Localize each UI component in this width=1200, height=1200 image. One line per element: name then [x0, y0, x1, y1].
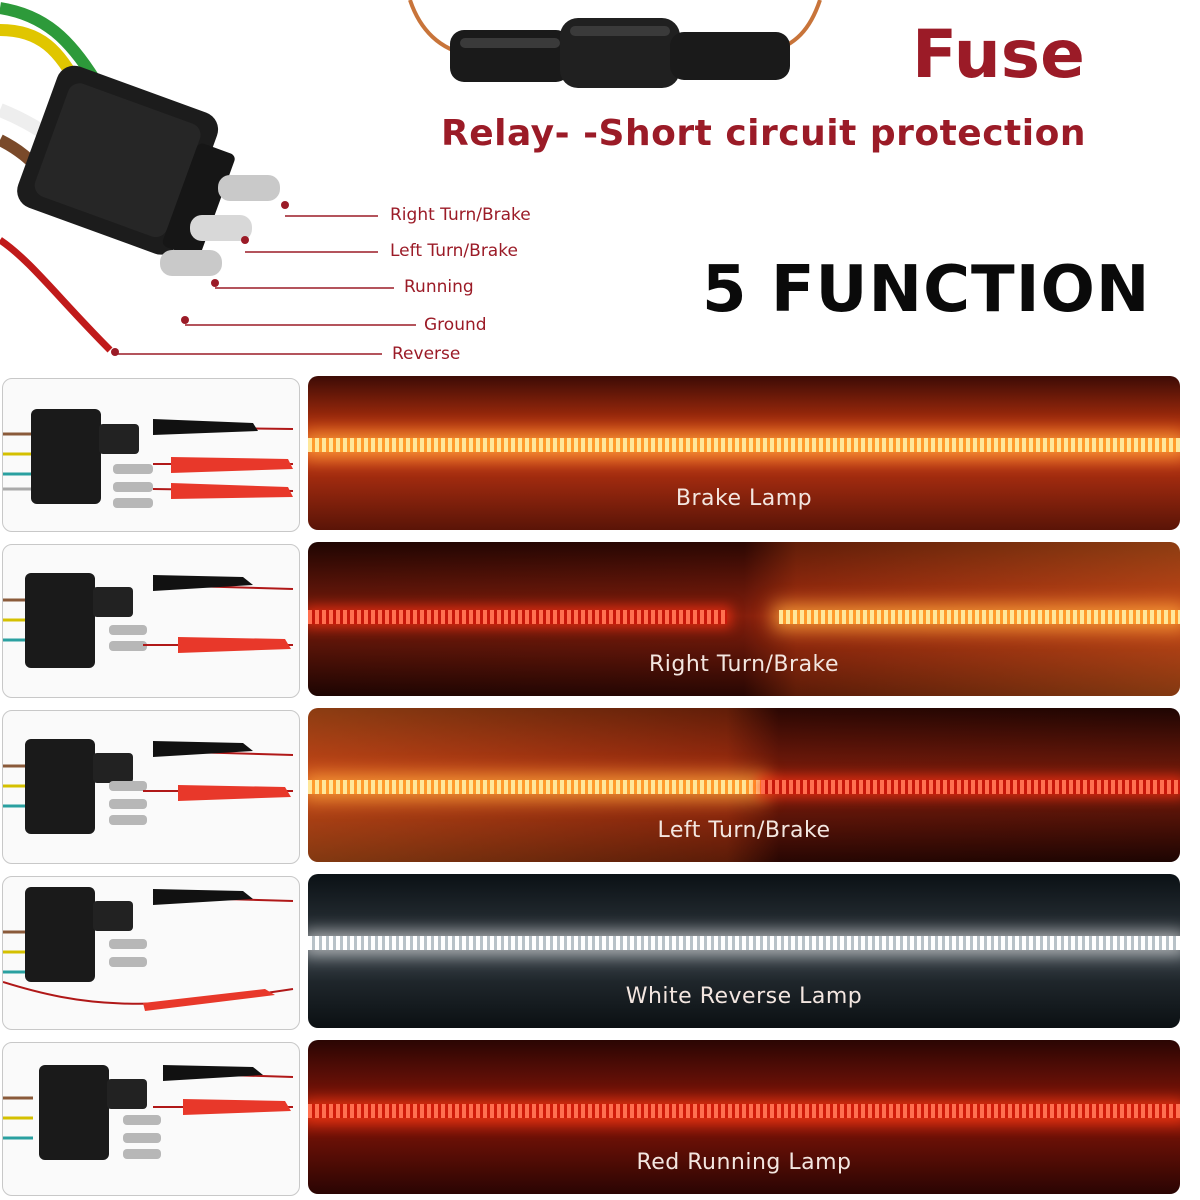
light-panel-brake: Brake Lamp	[308, 376, 1180, 530]
connector-clip-photo-brake	[2, 378, 300, 532]
led-strip-left-turn-red	[761, 780, 1180, 794]
connector-clip-photo-reverse	[2, 876, 300, 1030]
pin-label-left-turn-brake: Left Turn/Brake	[390, 241, 518, 261]
relay-subtitle: Relay- -Short circuit protection	[441, 113, 1086, 154]
led-strip-left-turn-amber	[308, 780, 762, 794]
light-panel-right-turn: Right Turn/Brake	[308, 542, 1180, 696]
row-caption-left-turn: Left Turn/Brake	[657, 818, 831, 843]
row-caption-reverse: White Reverse Lamp	[625, 984, 863, 1009]
row-caption-brake: Brake Lamp	[675, 486, 813, 511]
trailer-connector-image	[0, 2, 416, 356]
led-strip-running-red	[308, 1104, 1180, 1118]
pin-label-reverse: Reverse	[392, 344, 461, 364]
led-strip-right-turn-amber	[778, 610, 1180, 624]
led-strip-right-turn-red	[308, 610, 727, 624]
row-caption-right-turn: Right Turn/Brake	[648, 652, 840, 677]
pin-label-right-turn-brake: Right Turn/Brake	[390, 205, 531, 225]
fuse-title: Fuse	[912, 16, 1085, 93]
led-strip-brake	[308, 438, 1180, 452]
light-panel-running: Red Running Lamp	[308, 1040, 1180, 1194]
row-caption-running: Red Running Lamp	[636, 1150, 852, 1175]
light-panel-left-turn: Left Turn/Brake	[308, 708, 1180, 862]
fuse-holder-image	[408, 0, 822, 88]
pin-label-running: Running	[404, 277, 474, 297]
led-strip-reverse-white	[308, 936, 1180, 950]
light-panel-reverse: White Reverse Lamp	[308, 874, 1180, 1028]
function-title: 5 FUNCTION	[702, 253, 1151, 327]
connector-clip-photo-left-turn	[2, 710, 300, 864]
connector-clip-photo-right-turn	[2, 544, 300, 698]
pin-label-ground: Ground	[424, 315, 487, 335]
connector-clip-photo-running	[2, 1042, 300, 1196]
